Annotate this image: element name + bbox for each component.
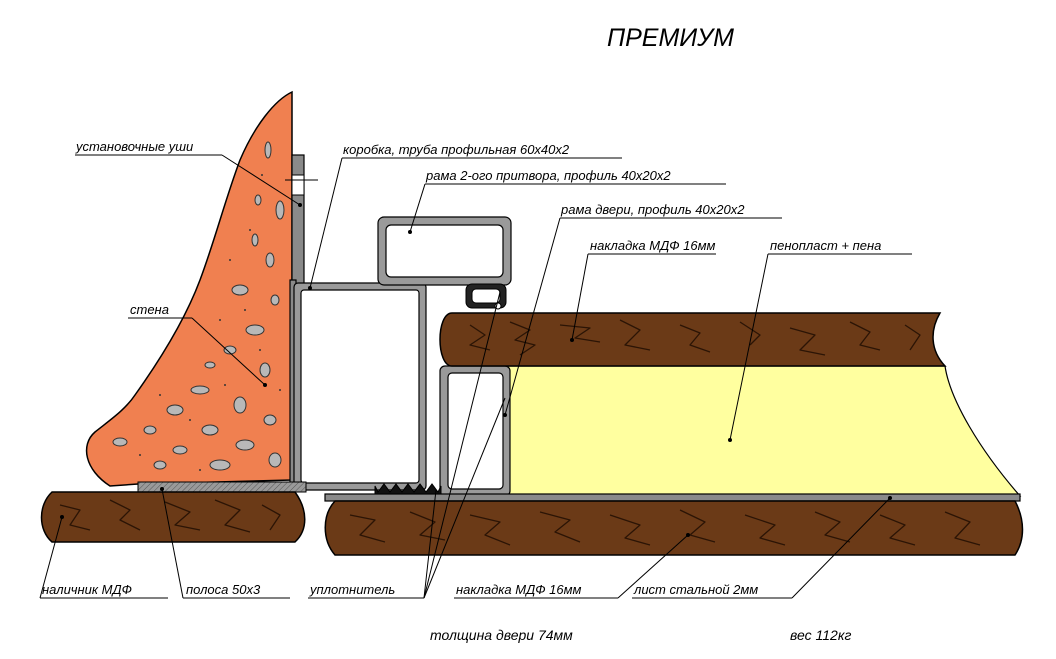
steel-sheet [324,493,1021,502]
mdf-casing [40,491,306,543]
door-frame-profile [439,365,511,497]
ear-hole [291,174,305,196]
bottom-seal [374,483,442,495]
wall [85,90,293,487]
door-weight: вес 112кг [790,627,851,643]
label-second-rebate: рама 2-ого притвора, профиль 40х20х2 [425,168,671,183]
leader-lines [39,154,912,599]
foam-fill [504,365,1022,497]
label-door-frame: рама двери, профиль 40х20х2 [560,202,745,217]
leader-dots [60,203,892,537]
label-box-tube: коробка, труба профильная 60х40х2 [343,142,570,157]
second-rebate-profile [377,216,512,286]
label-seal: уплотнитель [309,582,395,597]
box-frame-tube [293,282,427,491]
label-mdf-top: накладка МДФ 16мм [590,238,716,253]
top-seal [465,283,507,310]
label-mounting-ears: установочные уши [75,139,193,154]
label-wall: стена [130,302,169,317]
mdf-top-panel [439,312,947,367]
label-strip: полоса 50х3 [186,582,261,597]
door-thickness: толщина двери 74мм [430,627,573,643]
label-mdf-bottom: накладка МДФ 16мм [456,582,582,597]
label-foam: пенопласт + пена [770,238,881,253]
title: ПРЕМИУМ [607,24,734,52]
label-steel-sheet: лист стальной 2мм [633,582,758,597]
mdf-bottom-panel [324,500,1024,556]
label-casing: наличник МДФ [42,582,132,597]
